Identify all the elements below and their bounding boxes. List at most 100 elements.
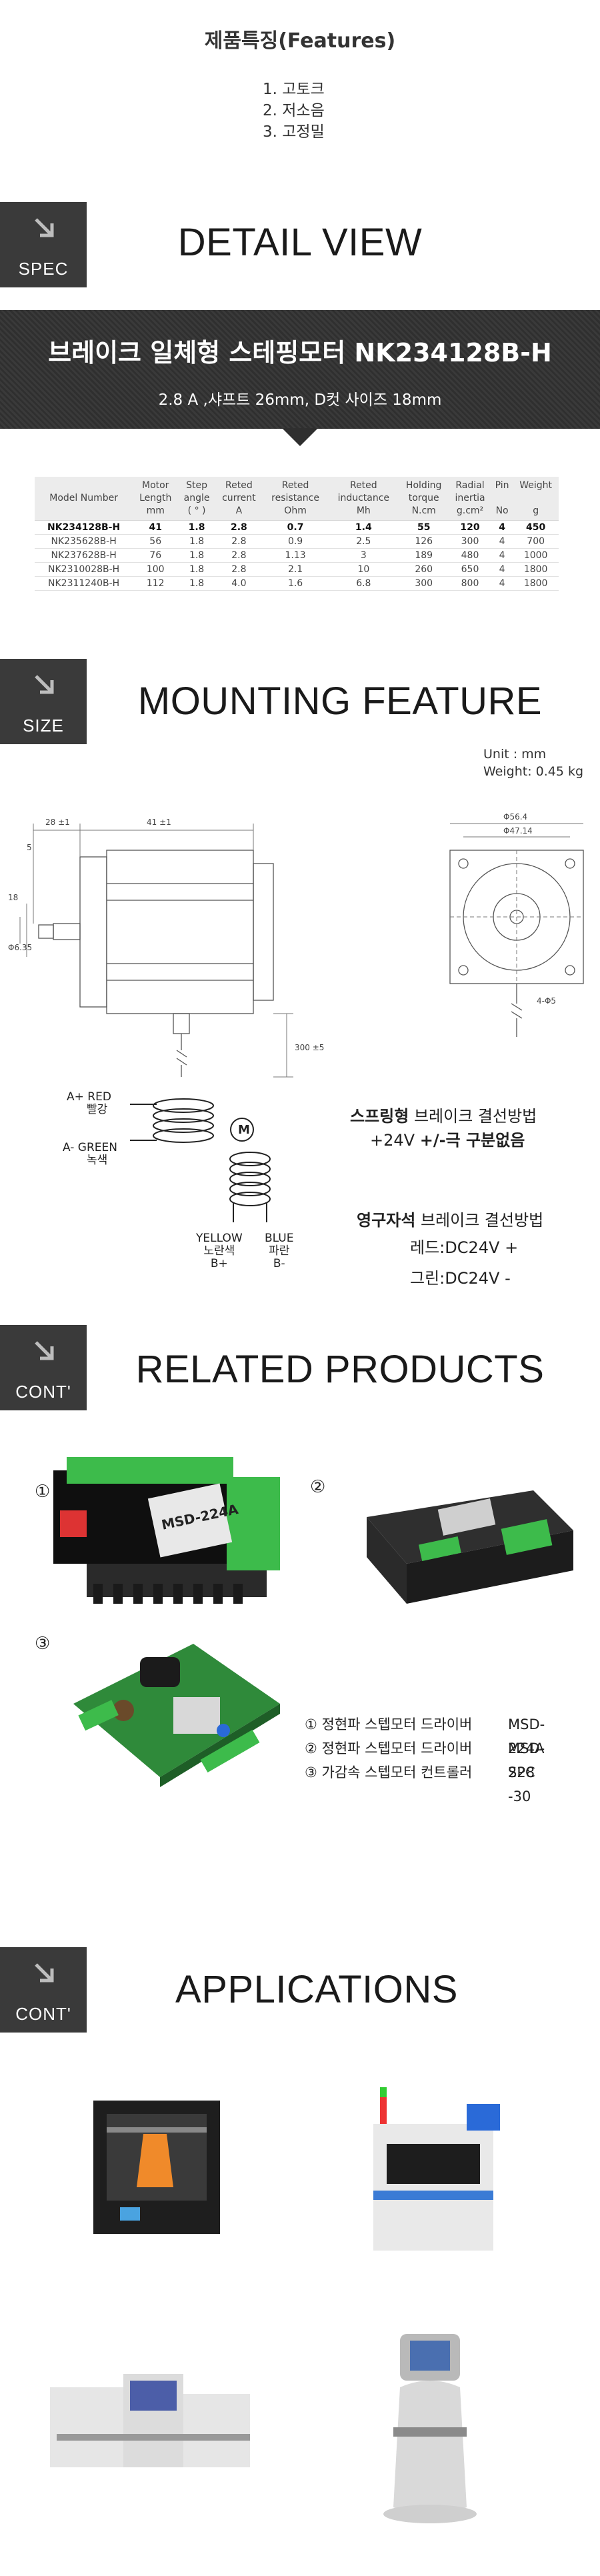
dim-label: 28 ±1 [45, 818, 70, 827]
table-cell: 700 [513, 534, 559, 549]
dim-label: Φ6.35 [8, 943, 32, 952]
table-cell: 3 [328, 548, 399, 563]
table-cell: 2.8 [215, 520, 263, 535]
product-title: 브레이크 일체형 스테핑모터 NK234128B-H [48, 338, 552, 367]
unit-text: Unit : mm [483, 747, 547, 762]
table-cell: 100 [133, 562, 179, 577]
wire-a-minus: A- GREEN 녹색 [63, 1141, 117, 1167]
section-badge-applications: CONT' [0, 1947, 87, 2033]
table-cell: 800 [449, 576, 491, 591]
table-cell: 1.6 [262, 576, 329, 591]
driver-msd228-image[interactable] [340, 1477, 587, 1607]
motor-front-drawing: Φ56.4 Φ47.14 4-Φ5 [449, 812, 584, 1037]
smt-machine-image [373, 2087, 500, 2251]
table-cell: 300 [449, 534, 491, 549]
table-cell: 2.8 [215, 562, 263, 577]
section-badge-size: SIZE [0, 659, 87, 744]
wire-a-plus: A+ RED 빨강 [67, 1090, 111, 1116]
table-cell: 126 [399, 534, 449, 549]
table-cell: 2.8 [215, 534, 263, 549]
table-cell: 260 [399, 562, 449, 577]
header-model: Model Number [35, 477, 133, 521]
units-note: Unit : mm Weight: 0.45 kg [483, 746, 583, 780]
product-number: ② [310, 1477, 326, 1497]
table-cell: 0.7 [262, 520, 329, 535]
table-cell: 1.8 [178, 576, 215, 591]
arrow-down-right-icon [35, 675, 54, 694]
controller-spc30-image[interactable] [60, 1630, 287, 1797]
table-cell: 1000 [513, 548, 559, 563]
table-cell: 1.8 [178, 548, 215, 563]
product-subtitle: 2.8 A ,샤프트 26mm, D컷 사이즈 18mm [158, 391, 442, 409]
inspection-machine-image [50, 2374, 250, 2467]
motor-side-drawing: 28 ±1 41 ±1 5 18 Φ6.35 300 ±5 [8, 818, 324, 1078]
badge-label: CONT' [15, 2004, 71, 2024]
wire-b-plus: YELLOW 노란색 B+ [196, 1232, 243, 1270]
table-cell: 2.1 [262, 562, 329, 577]
wiring-coil-diagram: M [130, 1098, 271, 1222]
section-badge-spec: SPEC [0, 202, 87, 287]
table-cell: NK234128B-H [35, 520, 133, 535]
table-cell: 0.9 [262, 534, 329, 549]
feature-item: 3. 고정밀 [263, 123, 325, 141]
arrow-down-right-icon [35, 218, 54, 237]
table-cell: 112 [133, 576, 179, 591]
dim-label: 4-Φ5 [537, 996, 556, 1006]
table-cell: 4 [491, 534, 513, 549]
table-cell: 56 [133, 534, 179, 549]
table-cell: 10 [328, 562, 399, 577]
table-cell: NK235628B-H [35, 534, 133, 549]
feature-item: 2. 저소음 [263, 102, 325, 119]
arrow-down-right-icon [35, 1963, 54, 1983]
wire-b-minus: BLUE 파란 B- [265, 1232, 294, 1270]
table-cell: 4 [491, 576, 513, 591]
driver-msd224a-image[interactable]: MSD-224A [40, 1450, 290, 1610]
section-title-mounting: MOUNTING FEATURE [137, 680, 543, 723]
table-cell: 120 [449, 520, 491, 535]
dim-label: 41 ±1 [147, 818, 171, 827]
table-cell: NK2311240B-H [35, 576, 133, 591]
motor-m-label: M [238, 1123, 250, 1137]
arrow-down-right-icon [35, 1341, 54, 1360]
table-cell: 76 [133, 548, 179, 563]
banner-notch [282, 428, 318, 446]
table-cell: 6.8 [328, 576, 399, 591]
dim-label: 18 [8, 893, 18, 902]
table-cell: 1.8 [178, 520, 215, 535]
table-cell: 4 [491, 520, 513, 535]
table-cell: 189 [399, 548, 449, 563]
section-title-detail-view: DETAIL VIEW [177, 221, 423, 264]
product-number: ③ [35, 1634, 51, 1654]
table-cell: 1.4 [328, 520, 399, 535]
table-cell: 1.13 [262, 548, 329, 563]
table-cell: 1800 [513, 576, 559, 591]
table-cell: 650 [449, 562, 491, 577]
table-cell: 4 [491, 548, 513, 563]
table-cell: 450 [513, 520, 559, 535]
dim-label: 300 ±5 [295, 1043, 324, 1052]
section-title-related: RELATED PRODUCTS [135, 1348, 545, 1391]
table-cell: 1.8 [178, 562, 215, 577]
table-cell: 480 [449, 548, 491, 563]
table-cell: 2.8 [215, 548, 263, 563]
section-title-applications: APPLICATIONS [175, 1968, 458, 2011]
features-list: 1. 고토크 2. 저소음 3. 고정밀 [263, 79, 325, 143]
product-number: ① [35, 1482, 51, 1502]
product-banner [0, 310, 600, 429]
magnet-brake-note: 영구자석 브레이크 결선방법 레드:DC24V + 그린:DC24V - [357, 1211, 544, 1288]
table-cell: NK2310028B-H [35, 562, 133, 577]
